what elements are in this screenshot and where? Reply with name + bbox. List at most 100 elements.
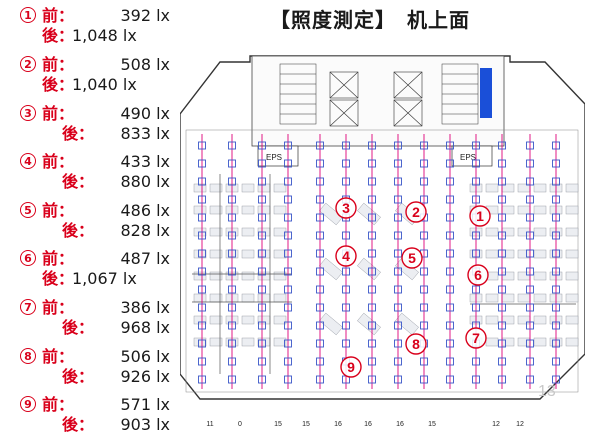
light-fixture bbox=[552, 213, 560, 222]
desk bbox=[565, 293, 579, 303]
light-fixture bbox=[526, 303, 534, 312]
before-label: 前： bbox=[42, 55, 75, 74]
light-fixture bbox=[498, 141, 506, 150]
after-row: 後：1,040 lx bbox=[20, 75, 170, 95]
light-fixture bbox=[498, 285, 506, 294]
light-fixture bbox=[228, 177, 236, 186]
desk bbox=[257, 337, 271, 347]
marker-number: 1 bbox=[476, 208, 484, 224]
light-fixture bbox=[198, 249, 206, 258]
light-fixture bbox=[472, 249, 480, 258]
light-fixture bbox=[284, 213, 292, 222]
marker-circle bbox=[465, 327, 487, 349]
light-fixture bbox=[394, 267, 402, 276]
light-fixture bbox=[368, 141, 376, 150]
column-number: 15 bbox=[274, 421, 282, 428]
light-fixture bbox=[498, 267, 506, 276]
after-value: 828 lx bbox=[120, 221, 170, 240]
light-fixture bbox=[368, 339, 376, 348]
desk bbox=[485, 183, 499, 193]
desk bbox=[273, 183, 287, 193]
before-label: 前： bbox=[42, 201, 75, 220]
desk bbox=[533, 249, 547, 259]
light-fixture bbox=[368, 159, 376, 168]
light-fixture bbox=[316, 375, 324, 384]
light-fixture bbox=[198, 159, 206, 168]
light-fixture bbox=[258, 267, 266, 276]
point-number-badge: 1 bbox=[20, 7, 36, 23]
measurement-marker-4: 4 bbox=[335, 245, 357, 267]
light-fixture bbox=[342, 231, 350, 240]
light-fixture bbox=[258, 285, 266, 294]
light-fixture bbox=[198, 177, 206, 186]
light-fixture bbox=[526, 375, 534, 384]
light-fixture bbox=[498, 177, 506, 186]
light-fixture bbox=[498, 159, 506, 168]
light-fixture bbox=[420, 177, 428, 186]
lighting-rows bbox=[198, 134, 560, 389]
eps-room-right bbox=[451, 145, 493, 167]
light-fixture bbox=[526, 141, 534, 150]
light-fixture bbox=[284, 321, 292, 330]
desk bbox=[517, 315, 531, 325]
light-fixture bbox=[228, 375, 236, 384]
light-fixture bbox=[228, 267, 236, 276]
after-value: 1,040 lx bbox=[72, 75, 137, 94]
light-fixture bbox=[258, 177, 266, 186]
before-label: 前： bbox=[42, 298, 75, 317]
marker-circle bbox=[405, 333, 427, 355]
light-fixture bbox=[526, 249, 534, 258]
light-fixture bbox=[552, 321, 560, 330]
marker-number: 3 bbox=[342, 200, 350, 216]
light-fixture bbox=[316, 195, 324, 204]
after-label: 後： bbox=[62, 172, 95, 191]
desk bbox=[241, 227, 255, 237]
marker-number: 4 bbox=[342, 248, 350, 264]
light-fixture bbox=[420, 231, 428, 240]
light-fixture bbox=[258, 357, 266, 366]
after-row: 後：1,067 lx bbox=[20, 269, 170, 289]
measurement-marker-9: 9 bbox=[340, 356, 362, 378]
desk bbox=[485, 249, 499, 259]
desk bbox=[209, 227, 223, 237]
light-fixture bbox=[316, 321, 324, 330]
marker-number: 8 bbox=[412, 336, 420, 352]
after-row: 後：903 lx bbox=[20, 415, 170, 435]
after-label: 後： bbox=[62, 415, 95, 434]
light-fixture bbox=[258, 249, 266, 258]
desk bbox=[193, 293, 207, 303]
after-value: 880 lx bbox=[120, 172, 170, 191]
light-fixture bbox=[394, 249, 402, 258]
light-fixture bbox=[316, 303, 324, 312]
light-fixture bbox=[552, 267, 560, 276]
light-fixture bbox=[552, 231, 560, 240]
light-fixture bbox=[446, 321, 454, 330]
marker-circle bbox=[401, 247, 423, 269]
light-fixture bbox=[394, 141, 402, 150]
marker-number: 6 bbox=[474, 267, 482, 283]
light-fixture bbox=[446, 339, 454, 348]
desk bbox=[517, 271, 531, 281]
desk bbox=[209, 315, 223, 325]
light-fixture bbox=[258, 303, 266, 312]
before-value: 487 lx bbox=[120, 249, 170, 268]
light-fixture bbox=[394, 357, 402, 366]
light-fixture bbox=[498, 357, 506, 366]
after-row: 後：1,048 lx bbox=[20, 26, 170, 46]
light-fixture bbox=[526, 357, 534, 366]
light-fixture bbox=[284, 249, 292, 258]
desk bbox=[257, 315, 271, 325]
light-fixture bbox=[498, 321, 506, 330]
light-fixture bbox=[394, 321, 402, 330]
light-fixture bbox=[394, 177, 402, 186]
after-value: 926 lx bbox=[120, 367, 170, 386]
light-fixture bbox=[420, 375, 428, 384]
light-fixture bbox=[228, 195, 236, 204]
